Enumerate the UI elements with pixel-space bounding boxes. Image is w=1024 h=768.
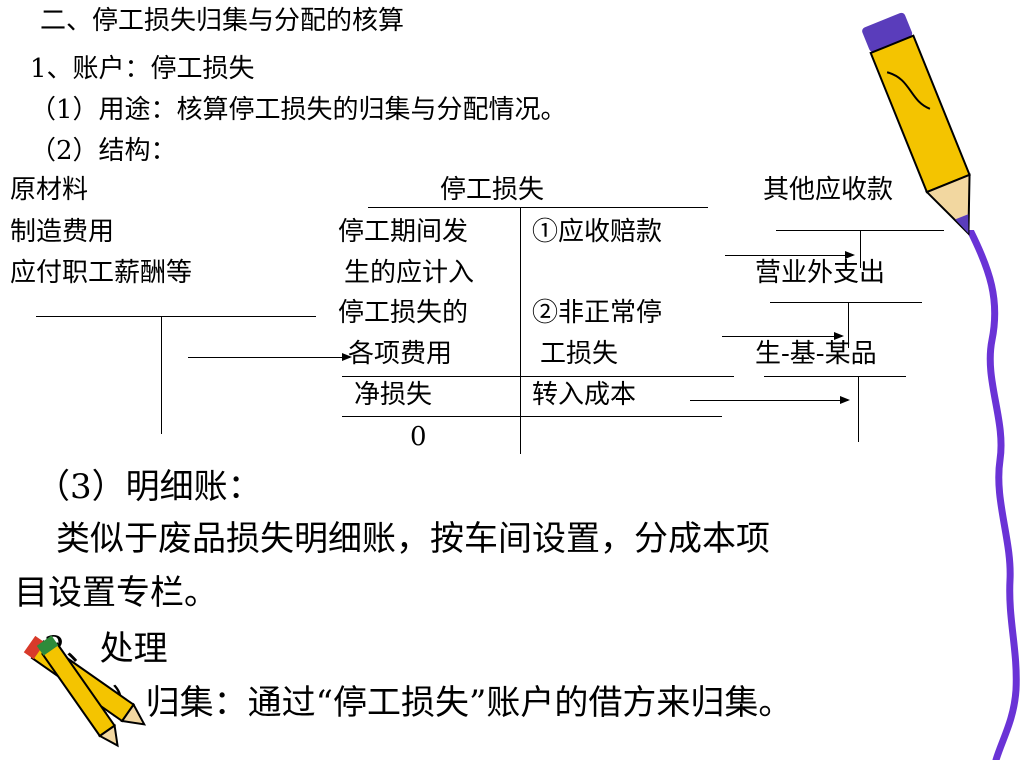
debit-line-4: 各项费用 [348, 339, 453, 369]
right-account-nonoperating-expense: 营业外支出 [755, 258, 886, 288]
pencils-icon [23, 635, 147, 748]
right-account-3-rule [764, 376, 906, 377]
right-account-production-cost: 生-基-某品 [755, 339, 877, 369]
debit-line-3: 停工损失的 [338, 298, 469, 328]
t-account-title: 停工损失 [440, 175, 545, 205]
right-account-1-divider [860, 230, 861, 268]
detail-ledger-heading: （3）明细账： [36, 467, 262, 507]
credit-line-3: 工损失 [540, 339, 619, 369]
t-account-title-rule [368, 207, 708, 208]
squiggle-decoration [966, 230, 1020, 760]
arrow-to-nonoperating-expense [722, 332, 844, 340]
arrow-to-other-receivables [725, 251, 855, 259]
debit-line-1: 停工期间发 [338, 217, 469, 247]
right-account-other-receivables: 其他应收款 [763, 175, 894, 205]
left-t-account-rule [36, 316, 316, 317]
right-account-2-rule [770, 302, 922, 303]
pencil-icon [862, 12, 971, 236]
credit-line-1: ①应收赔款 [532, 217, 663, 247]
balance-value: 0 [410, 422, 427, 452]
right-account-3-divider [858, 376, 859, 442]
credit-line-2: ②非正常停 [532, 298, 663, 328]
usage-line: （1）用途：核算停工损失的归集与分配情况。 [30, 95, 567, 125]
t-account-balance-rule [342, 416, 722, 417]
credit-line-4: 转入成本 [532, 380, 637, 410]
net-loss-label: 净损失 [354, 380, 433, 410]
t-account-center-divider [520, 208, 521, 454]
detail-ledger-text-1: 类似于废品损失明细账，按车间设置，分成本项 [56, 519, 770, 559]
section-heading: 二、停工损失归集与分配的核算 [40, 6, 405, 36]
arrow-to-debit [188, 353, 352, 361]
left-account-payroll: 应付职工薪酬等 [10, 258, 193, 288]
debit-line-2: 生的应计入 [344, 258, 475, 288]
collection-line: （1）归集：通过“停工损失”账户的借方来归集。 [56, 683, 793, 723]
left-account-raw-materials: 原材料 [10, 175, 89, 205]
left-account-manufacturing-overhead: 制造费用 [10, 217, 115, 247]
arrow-to-production-cost [690, 396, 850, 404]
t-account-total-rule [342, 376, 734, 377]
account-line: 1、账户：停工损失 [30, 54, 255, 84]
right-account-2-divider [848, 302, 849, 348]
structure-line: （2）结构： [30, 136, 177, 166]
detail-ledger-text-2: 目设置专栏。 [14, 573, 218, 613]
left-t-account-divider [161, 316, 162, 434]
